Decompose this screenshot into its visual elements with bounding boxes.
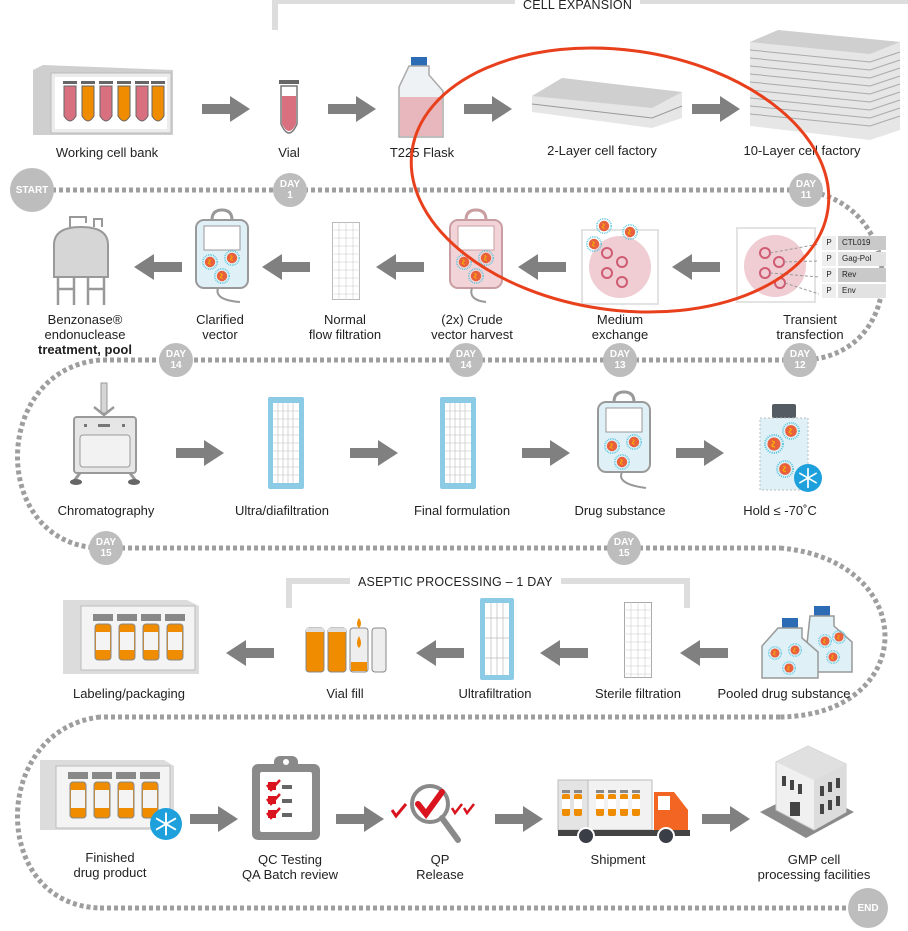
arrow-right-icon [202, 96, 250, 122]
plasmid-item: P Gag-Pol [822, 252, 886, 266]
end-badge: END [848, 888, 888, 928]
transient-transfection-icon [736, 227, 820, 303]
shipment-truck-icon [557, 779, 690, 845]
finished-drug-product-box-icon [40, 760, 182, 840]
step-ultrafiltration: Ultrafiltration [458, 686, 532, 701]
start-badge: START [10, 168, 54, 212]
benzonase-tank-icon [53, 216, 109, 305]
arrow-right-icon [350, 440, 398, 466]
qp-release-magnifier-icon [390, 784, 475, 843]
arrow-right-icon [176, 440, 224, 466]
vial-fill-icon [305, 618, 387, 673]
step-t225-flask: T225 Flask [389, 145, 455, 160]
drug-substance-bag-icon [597, 390, 651, 489]
step-two-layer-cell-factory: 2-Layer cell factory [547, 143, 657, 158]
step-pooled-drug-substance: Pooled drug substance [717, 686, 851, 701]
arrow-right-icon [190, 806, 238, 832]
arrow-left-icon [680, 640, 728, 666]
pooled-drug-substance-flasks-icon [761, 606, 853, 679]
step-labeling-packaging: Labeling/packaging [72, 686, 186, 701]
arrow-right-icon [522, 440, 570, 466]
step-ten-layer-cell-factory: 10-Layer cell factory [743, 143, 861, 158]
t225-flask-icon [398, 57, 444, 138]
timeline-curve-left-1 [15, 357, 101, 551]
arrow-left-icon [262, 254, 310, 280]
arrow-right-icon [336, 806, 384, 832]
plasmid-item: P CTL019 [822, 236, 886, 250]
gmp-facility-building-icon [760, 745, 854, 838]
step-hold-frozen: Hold ≤ -70˚C [743, 503, 817, 518]
arrow-right-icon [464, 96, 512, 122]
arrow-left-icon [134, 254, 182, 280]
step-final-formulation: Final formulation [413, 503, 511, 518]
step-working-cell-bank: Working cell bank [55, 145, 159, 160]
two-layer-cell-factory-icon [531, 78, 683, 128]
arrow-right-icon [676, 440, 724, 466]
arrow-left-icon [540, 640, 588, 666]
step-vial-fill: Vial fill [326, 686, 364, 701]
normal-flow-filter-icon [332, 222, 360, 300]
timeline-curve-left-2 [15, 714, 101, 911]
clarified-vector-bag-icon [195, 208, 249, 303]
arrow-left-icon [416, 640, 464, 666]
labeling-packaging-box-icon [63, 600, 199, 674]
plasmid-item: P Rev [822, 268, 886, 282]
aseptic-title: ASEPTIC PROCESSING – 1 DAY [350, 575, 561, 589]
step-shipment: Shipment [590, 852, 646, 867]
vial-icon [279, 80, 299, 134]
final-formulation-filter-icon [440, 397, 476, 489]
ten-layer-cell-factory-icon [749, 30, 901, 140]
frozen-hold-container-icon [759, 404, 822, 492]
chromatography-icon [70, 382, 140, 485]
arrow-left-icon [376, 254, 424, 280]
snowflake-icon [794, 464, 822, 492]
step-sterile-filtration: Sterile filtration [595, 686, 681, 701]
ultra-diafiltration-filter-icon [268, 397, 304, 489]
snowflake-icon [150, 808, 182, 840]
arrow-left-icon [226, 640, 274, 666]
sterile-filter-icon [624, 602, 652, 678]
arrow-right-icon [328, 96, 376, 122]
plasmid-list: P CTL019 P Gag-Pol P Rev P Env [822, 236, 886, 298]
timeline-curve-right-2 [779, 545, 888, 720]
plasmid-item: P Env [822, 284, 886, 298]
step-vial: Vial [278, 145, 300, 160]
arrow-right-icon [702, 806, 750, 832]
arrow-left-icon [518, 254, 566, 280]
medium-exchange-icon [581, 218, 659, 305]
arrow-left-icon [672, 254, 720, 280]
step-drug-substance: Drug substance [574, 503, 666, 518]
ultrafiltration-filter-icon [480, 598, 514, 680]
arrow-right-icon [692, 96, 740, 122]
crude-vector-harvest-bag-icon [449, 208, 503, 303]
qc-clipboard-icon [252, 756, 320, 840]
working-cell-bank-icon [33, 65, 173, 135]
arrow-right-icon [495, 806, 543, 832]
step-ultra-diafiltration: Ultra/diafiltration [235, 503, 329, 518]
step-chromatography: Chromatography [57, 503, 155, 518]
cell-expansion-title: CELL EXPANSION [515, 0, 641, 12]
